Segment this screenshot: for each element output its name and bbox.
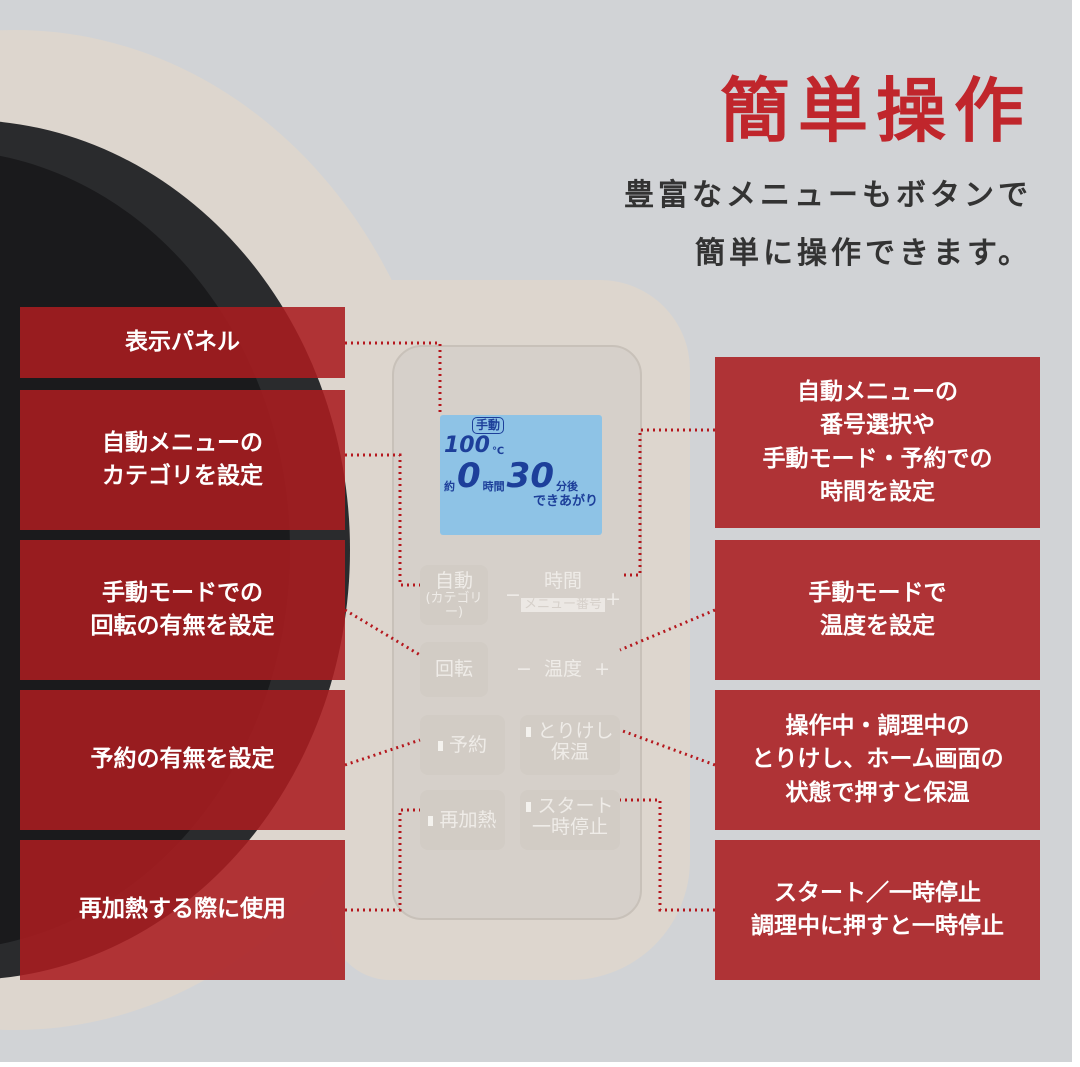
plus-icon: + bbox=[594, 658, 611, 680]
plus-icon: + bbox=[605, 588, 621, 610]
time-sub-label: メニュー番号 bbox=[520, 597, 605, 613]
temperature-unit: ℃ bbox=[491, 446, 505, 457]
reheat-label: 再加熱 bbox=[439, 809, 497, 831]
minus-icon: − bbox=[515, 658, 532, 680]
auto-label: 自動 bbox=[434, 570, 473, 592]
label-reheat: 再加熱する際に使用 bbox=[20, 840, 345, 980]
done-text: できあがり bbox=[532, 494, 598, 509]
connector-line bbox=[345, 453, 420, 587]
label-time-menu: 自動メニューの 番号選択や 手動モード・予約での 時間を設定 bbox=[715, 357, 1040, 528]
led-icon bbox=[526, 801, 532, 812]
connector-line bbox=[344, 608, 421, 657]
rotate-button[interactable]: 回転 bbox=[420, 642, 488, 697]
temperature-label: 温度 bbox=[543, 658, 582, 680]
label-rotation: 手動モードでの 回転の有無を設定 bbox=[20, 540, 345, 680]
temperature-readout: 100 bbox=[444, 433, 490, 458]
connector-line bbox=[345, 341, 442, 415]
start-pause-button[interactable]: スタート一時停止 bbox=[520, 790, 620, 850]
connector-line bbox=[345, 808, 420, 912]
led-icon bbox=[428, 815, 434, 826]
time-label: 時間 bbox=[543, 570, 582, 592]
hours-unit: 時間 bbox=[482, 480, 505, 493]
reserve-label: 予約 bbox=[448, 734, 487, 756]
subtitle-1: 豊富なメニューもボタンで bbox=[624, 178, 1032, 213]
auto-sub-label: (カテゴリー) bbox=[425, 590, 483, 621]
cancel-keep-warm-button[interactable]: とりけし保温 bbox=[520, 715, 620, 775]
display-panel: 手動 100℃ 約 0 時間 30 分後 できあがり bbox=[440, 415, 602, 535]
connector-line bbox=[619, 728, 716, 767]
mode-indicator: 手動 bbox=[472, 417, 505, 434]
label-temperature: 手動モードで 温度を設定 bbox=[715, 540, 1040, 680]
subtitle-2: 簡単に操作できます。 bbox=[695, 236, 1032, 271]
keep-warm-label: 保温 bbox=[550, 740, 589, 763]
connector-line bbox=[344, 738, 421, 767]
label-start-pause: スタート／一時停止 調理中に押すと一時停止 bbox=[715, 840, 1040, 980]
connector-line bbox=[620, 798, 715, 912]
label-cancel-keep-warm: 操作中・調理中の とりけし、ホーム画面の 状態で押すと保温 bbox=[715, 690, 1040, 830]
led-icon bbox=[437, 740, 443, 751]
pause-label: 一時停止 bbox=[531, 815, 608, 838]
minutes-unit: 分後 bbox=[556, 480, 578, 493]
auto-category-button[interactable]: 自動(カテゴリー) bbox=[420, 565, 488, 625]
label-reserve: 予約の有無を設定 bbox=[20, 690, 345, 830]
headline: 簡単操作 bbox=[720, 70, 1032, 152]
minutes-readout: 30 bbox=[506, 456, 554, 496]
approx-prefix: 約 bbox=[444, 480, 455, 493]
start-label: スタート bbox=[537, 795, 614, 817]
led-icon bbox=[526, 726, 532, 737]
reserve-button[interactable]: 予約 bbox=[420, 715, 505, 775]
cancel-label: とりけし bbox=[537, 720, 614, 742]
label-display-panel: 表示パネル bbox=[20, 307, 345, 378]
reheat-button[interactable]: 再加熱 bbox=[420, 790, 505, 850]
minus-icon: − bbox=[505, 584, 521, 606]
connector-line bbox=[620, 428, 715, 577]
hours-readout: 0 bbox=[457, 456, 481, 496]
temperature-button[interactable]: − 温度 + bbox=[503, 642, 623, 697]
label-auto-category: 自動メニューの カテゴリを設定 bbox=[20, 390, 345, 530]
connector-line bbox=[619, 608, 716, 652]
time-menu-button[interactable]: 時間メニュー番号− + bbox=[503, 565, 623, 625]
